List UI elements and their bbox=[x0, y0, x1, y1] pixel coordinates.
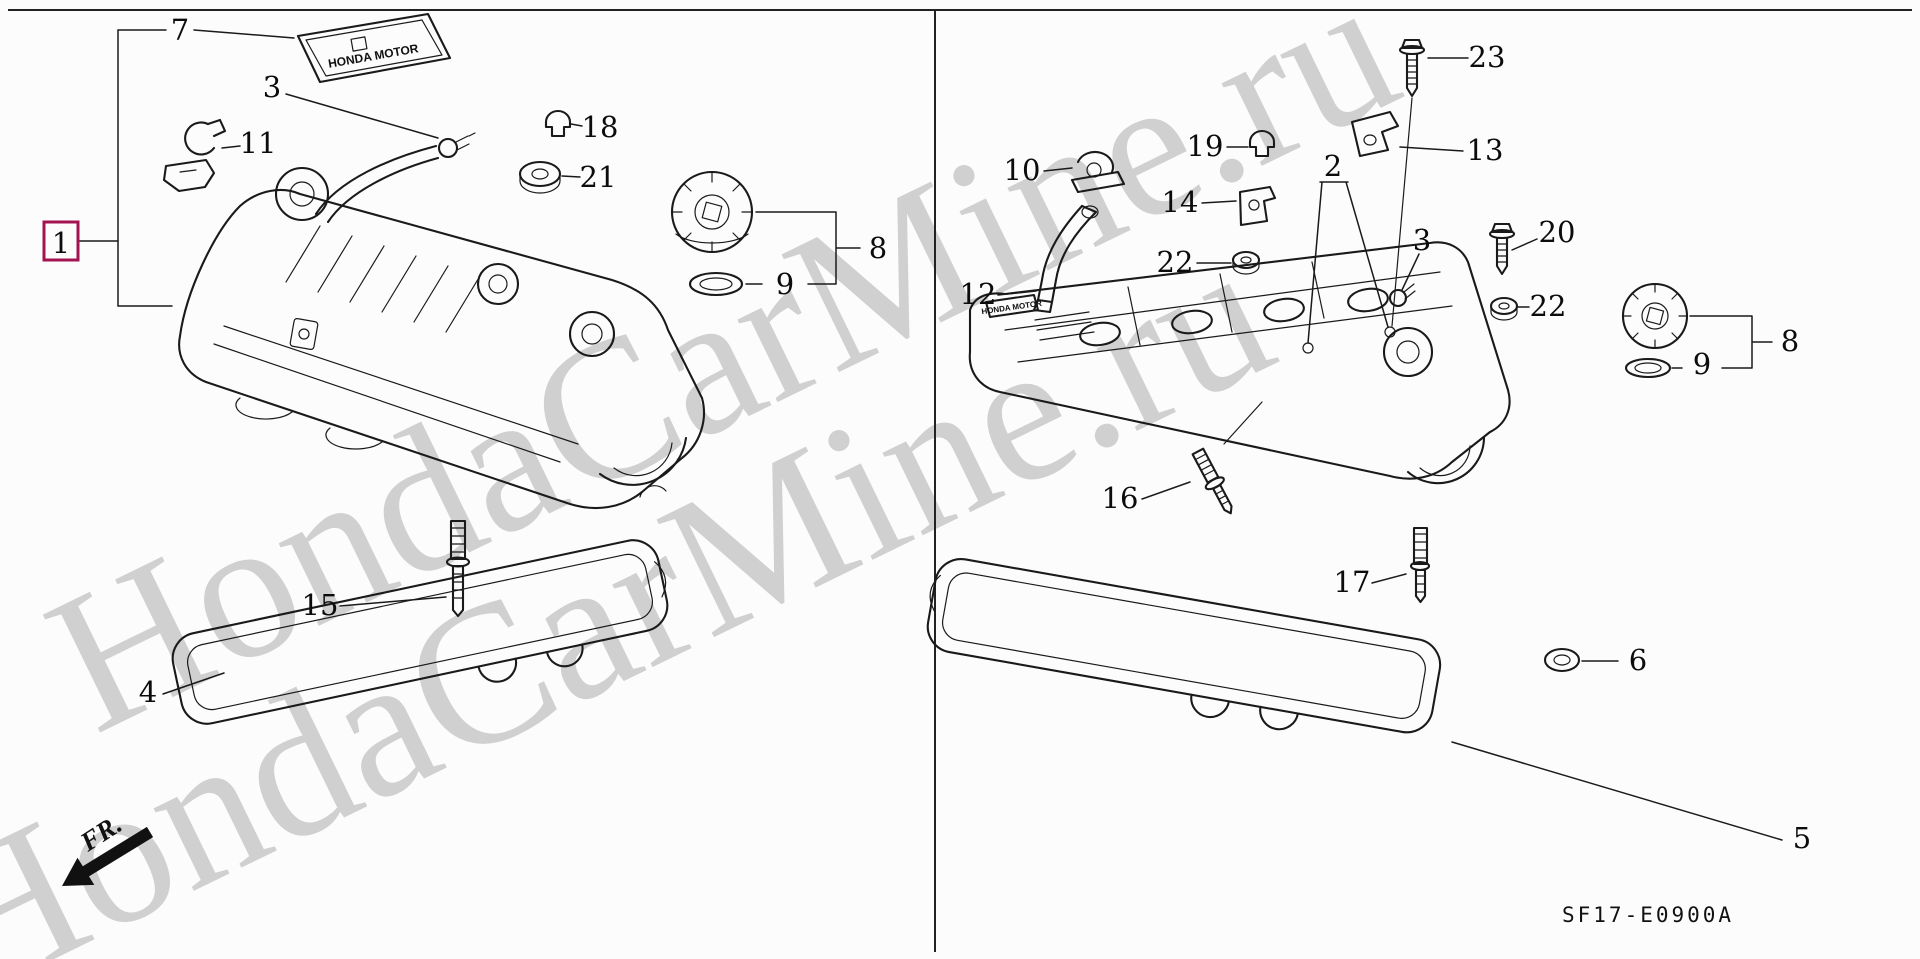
callout-8: 8 bbox=[869, 231, 887, 265]
pipe-clamp-11 bbox=[162, 118, 227, 193]
callout-17: 17 bbox=[1334, 565, 1371, 599]
callout-12: 12 bbox=[960, 277, 997, 311]
stud-bolt-17 bbox=[1409, 526, 1431, 604]
stud-bolt-16 bbox=[1191, 447, 1233, 515]
page-frame bbox=[8, 9, 1912, 952]
callout-7: 7 bbox=[171, 13, 189, 47]
grommet-18 bbox=[544, 109, 572, 138]
callout-22-right: 22 bbox=[1530, 289, 1567, 323]
oil-filler-cap-8 bbox=[670, 170, 754, 254]
diagram-code: SF17-E0900A bbox=[1562, 903, 1734, 927]
cylinder-head-cover-left bbox=[178, 166, 706, 510]
callout-3-right: 3 bbox=[1413, 223, 1431, 257]
callout-10: 10 bbox=[1004, 153, 1041, 187]
callout-3: 3 bbox=[263, 70, 281, 104]
bracket-14 bbox=[1238, 185, 1277, 227]
bracket-13 bbox=[1350, 110, 1400, 158]
washer-21 bbox=[518, 160, 562, 194]
head-cover-gasket-5 bbox=[926, 558, 1442, 734]
breather-pipe-bolt-3 bbox=[314, 132, 476, 224]
callout-21: 21 bbox=[580, 160, 617, 194]
cap-oring-9 bbox=[688, 271, 744, 297]
callout-9: 9 bbox=[776, 267, 794, 301]
flange-bolt-23 bbox=[1398, 38, 1426, 98]
right-view: HONDA MOTOR bbox=[926, 38, 1811, 855]
grommet-22-right bbox=[1489, 296, 1519, 321]
callout-4: 4 bbox=[139, 675, 157, 709]
oil-filler-cap-8-right bbox=[1621, 282, 1689, 350]
stay-bracket-12 bbox=[1032, 204, 1099, 314]
emblem-badge: HONDA MOTOR bbox=[296, 12, 452, 84]
grommet-22-left bbox=[1231, 250, 1261, 275]
highlight-box-1 bbox=[42, 220, 80, 262]
callout-13: 13 bbox=[1467, 133, 1504, 167]
pipe-clamp-10 bbox=[1070, 150, 1126, 194]
callout-14: 14 bbox=[1162, 185, 1199, 219]
left-view: HONDA MOTOR bbox=[42, 12, 887, 886]
callout-6: 6 bbox=[1629, 643, 1647, 677]
head-cover-gasket-4 bbox=[171, 539, 669, 725]
assembly-bracket-1 bbox=[42, 29, 173, 307]
bolt-3-right bbox=[1388, 283, 1416, 308]
seal-washer-6 bbox=[1543, 647, 1581, 673]
callout-2: 2 bbox=[1324, 149, 1342, 183]
stud-bolt-15 bbox=[445, 519, 471, 618]
callout-11: 11 bbox=[240, 126, 277, 160]
callout-9-right: 9 bbox=[1693, 347, 1711, 381]
callout-5: 5 bbox=[1793, 821, 1811, 855]
callout-23: 23 bbox=[1469, 40, 1506, 74]
assembly-leads-2 bbox=[1307, 97, 1413, 344]
cap-bracket-right bbox=[1671, 315, 1773, 369]
cap-oring-9-right bbox=[1624, 357, 1672, 379]
callout-1: 1 bbox=[52, 226, 70, 260]
callout-22-left: 22 bbox=[1157, 245, 1194, 279]
grommet-19 bbox=[1248, 129, 1276, 158]
cap-bracket-left bbox=[745, 211, 861, 285]
callout-15: 15 bbox=[302, 588, 339, 622]
fr-arrow-icon bbox=[62, 826, 154, 886]
callout-19: 19 bbox=[1187, 129, 1224, 163]
flange-bolt-20 bbox=[1488, 222, 1516, 276]
callout-20: 20 bbox=[1539, 215, 1576, 249]
callout-18: 18 bbox=[582, 110, 619, 144]
callout-16: 16 bbox=[1102, 481, 1139, 515]
honda-logo-mark bbox=[350, 36, 368, 52]
callout-8-right: 8 bbox=[1781, 324, 1799, 358]
